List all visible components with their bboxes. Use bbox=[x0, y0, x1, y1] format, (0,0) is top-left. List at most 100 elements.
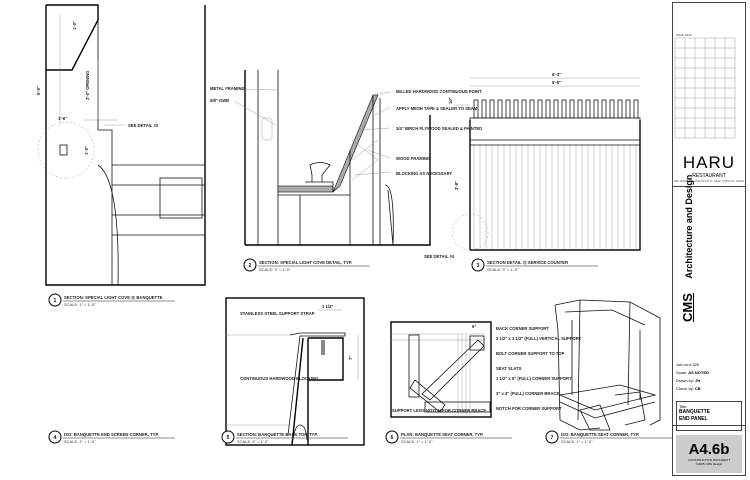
firm-panel: CMS Architecture and Design bbox=[673, 175, 745, 426]
view-title: SECTION: BANQUETTE BACK TOP, TYP. bbox=[237, 432, 318, 437]
view-title: ISO: BANQUETTE END SCREEN CORNER, TYP. bbox=[64, 432, 159, 437]
view-title: ISO: BANQUETTE SEAT CORNER, TYP. bbox=[561, 432, 639, 437]
counter-picket bbox=[513, 99, 519, 119]
counter-picket bbox=[537, 99, 543, 119]
svg-text:STAINLESS STEEL SUPPORT STRAP: STAINLESS STEEL SUPPORT STRAP bbox=[240, 311, 315, 316]
svg-text:MILLED HARDWOOD CONTINUOUS POI: MILLED HARDWOOD CONTINUOUS POINT bbox=[396, 89, 482, 94]
counter-picket bbox=[545, 99, 551, 119]
svg-text:1 1/2": 1 1/2" bbox=[322, 304, 333, 309]
drawn-by: JH bbox=[695, 378, 701, 383]
counter-picket bbox=[553, 99, 559, 119]
view-number: 7 bbox=[551, 435, 554, 441]
svg-text:NOTCH FOR CORNER SUPPORT: NOTCH FOR CORNER SUPPORT bbox=[496, 406, 562, 411]
view-title-6: 6 PLAN: BANQUETTE SEAT CORNER, TYP. SCALE:… bbox=[385, 430, 512, 444]
svg-text:3'-0" OPENING: 3'-0" OPENING bbox=[85, 70, 90, 100]
job-number: 820 bbox=[692, 362, 700, 367]
svg-text:SEE DETAIL #2: SEE DETAIL #2 bbox=[128, 123, 159, 128]
firm-logo: CMS bbox=[680, 293, 695, 322]
counter-picket bbox=[585, 99, 591, 119]
sheet-number-box: A4.6b CONSTRUCTION DOCUMENT ©2005 CMS De… bbox=[676, 435, 742, 473]
counter-picket bbox=[473, 99, 479, 119]
view-number: 2 bbox=[249, 263, 252, 269]
svg-text:7": 7" bbox=[348, 356, 353, 360]
view-scale: SCALE: 6" = 1'-0" bbox=[237, 439, 269, 444]
svg-text:5'-8": 5'-8" bbox=[552, 80, 561, 85]
counter-picket bbox=[617, 99, 623, 119]
svg-text:ISSUE: ISSUE bbox=[676, 34, 684, 37]
svg-text:3'-8": 3'-8" bbox=[454, 181, 459, 190]
view-title-2: 2 SECTION: SPECIAL LIGHT COVE DETAIL, TYP… bbox=[243, 258, 370, 272]
title-block: ISSUE DATE HARU RESTAURANT 280 PARK AVEN… bbox=[672, 2, 746, 476]
view-6-seat-corner-plan: BACK CORNER SUPPORT 3 1/2" x 3 1/2" (FUL… bbox=[390, 321, 582, 418]
svg-text:3 1/2" x 3 1/2" (FULL) VERTICA: 3 1/2" x 3 1/2" (FULL) VERTICAL SUPPORT bbox=[496, 336, 582, 341]
copyright: ©2005 CMS Design bbox=[695, 462, 723, 466]
view-title-7: 7 ISO: BANQUETTE SEAT CORNER, TYP. SCALE: … bbox=[545, 430, 672, 444]
svg-text:SEE DETAIL #4: SEE DETAIL #4 bbox=[424, 254, 455, 259]
view-3-service-counter: 6'-3" 5'-8" 10" 3'-8" SEE DETAIL #4 bbox=[424, 72, 641, 259]
view-title-1: 1 SECTION: SPECIAL LIGHT COVE @ BANQUETTE… bbox=[48, 293, 175, 307]
svg-text:6": 6" bbox=[472, 324, 476, 329]
svg-text:1'-0": 1'-0" bbox=[84, 146, 89, 155]
view-number: 6 bbox=[391, 435, 394, 441]
project-info: Job no.# 820 Scale: AS NOTED Drawn by: J… bbox=[676, 362, 709, 391]
counter-picket bbox=[497, 99, 503, 119]
view-scale: SCALE: 3" = 1'-0" bbox=[259, 267, 291, 272]
view-scale: SCALE: 1" = 1'-0" bbox=[64, 439, 96, 444]
view-title-4: 4 ISO: BANQUETTE END SCREEN CORNER, TYP. S… bbox=[48, 430, 175, 444]
svg-text:SUPPORT LEGS NOTCH FOR CORNER: SUPPORT LEGS NOTCH FOR CORNER BRACE bbox=[392, 408, 486, 413]
counter-picket bbox=[521, 99, 527, 119]
counter-picket bbox=[481, 99, 487, 119]
svg-text:3/4" BIRCH PLYWOOD SEALED & PA: 3/4" BIRCH PLYWOOD SEALED & PAINTED bbox=[396, 126, 482, 131]
view-5-back-top: STAINLESS STEEL SUPPORT STRAP CONTINUOUS… bbox=[225, 297, 365, 446]
project-name: HARU RESTAURANT 280 PARK AVENUE SOUTH, N… bbox=[673, 153, 745, 183]
svg-text:BOLT CORNER SUPPORT TO TOP: BOLT CORNER SUPPORT TO TOP bbox=[496, 351, 565, 356]
view-title: SECTION: SPECIAL LIGHT COVE DETAIL, TYP. bbox=[259, 260, 352, 265]
svg-text:WOOD FRAMING: WOOD FRAMING bbox=[396, 156, 430, 161]
checked-by: CB bbox=[694, 386, 701, 391]
firm-tagline: Architecture and Design bbox=[684, 174, 694, 279]
counter-picket bbox=[577, 99, 583, 119]
view-number: 4 bbox=[54, 435, 57, 441]
view-scale: SCALE: 1" = 1'-0" bbox=[64, 302, 96, 307]
svg-text:6'-3": 6'-3" bbox=[552, 72, 561, 77]
svg-text:1'-6": 1'-6" bbox=[58, 116, 67, 121]
view-title: SECTION: SPECIAL LIGHT COVE @ BANQUETTE bbox=[64, 295, 163, 300]
svg-text:1 1/2" x 5" (FULL) CORNER SUPP: 1 1/2" x 5" (FULL) CORNER SUPPORT bbox=[496, 376, 572, 381]
counter-picket bbox=[569, 99, 575, 119]
svg-text:5/8" GWB: 5/8" GWB bbox=[210, 98, 229, 103]
view-scale: SCALE: 1" = 1'-0" bbox=[561, 439, 593, 444]
view-number: 1 bbox=[54, 298, 57, 304]
svg-text:CONTINUOUS HARDWOOD BLOCKING: CONTINUOUS HARDWOOD BLOCKING bbox=[240, 376, 318, 381]
view-7-seat-corner-iso bbox=[554, 299, 661, 431]
counter-picket bbox=[593, 99, 599, 119]
sheet-number: A4.6b bbox=[688, 441, 730, 458]
view-title: PLAN: BANQUETTE SEAT CORNER, TYP. bbox=[401, 432, 483, 437]
svg-text:SEAT SLATS: SEAT SLATS bbox=[496, 366, 522, 371]
counter-picket bbox=[601, 99, 607, 119]
view-scale: SCALE: 1" = 1'-0" bbox=[401, 439, 433, 444]
counter-picket bbox=[625, 99, 631, 119]
counter-picket bbox=[489, 99, 495, 119]
counter-picket bbox=[633, 99, 639, 119]
view-2-light-cove-detail: METAL FRAMING 5/8" GWB MILLED HARDWOOD C… bbox=[210, 70, 482, 246]
counter-picket bbox=[561, 99, 567, 119]
svg-text:APPLY MESH TAPE & SEALER TO SE: APPLY MESH TAPE & SEALER TO SEAM bbox=[396, 106, 478, 111]
svg-text:5'-0": 5'-0" bbox=[36, 86, 41, 95]
project-subtitle: RESTAURANT bbox=[692, 173, 726, 179]
phase: CONSTRUCTION DOCUMENT bbox=[687, 458, 731, 462]
view-1-section-light-cove: 1'-0" 3'-0" OPENING 5'-0" 1'-6" 1'-0" SE… bbox=[36, 4, 206, 286]
svg-text:DATE: DATE bbox=[685, 34, 692, 37]
sheet-title: Title: BANQUETTE END PANEL bbox=[676, 401, 742, 431]
svg-text:BACK CORNER SUPPORT: BACK CORNER SUPPORT bbox=[496, 326, 549, 331]
svg-text:10": 10" bbox=[448, 97, 453, 104]
view-title: SECTION DETAIL @ SERVICE COUNTER bbox=[487, 260, 568, 265]
revision-grid: ISSUE DATE bbox=[674, 34, 736, 139]
view-number: 3 bbox=[477, 263, 480, 269]
counter-picket bbox=[529, 99, 535, 119]
svg-text:BLOCKING AS NECESSARY: BLOCKING AS NECESSARY bbox=[396, 171, 452, 176]
counter-picket bbox=[609, 99, 615, 119]
counter-picket bbox=[505, 99, 511, 119]
view-scale: SCALE: 3" = 1'-0" bbox=[487, 267, 519, 272]
